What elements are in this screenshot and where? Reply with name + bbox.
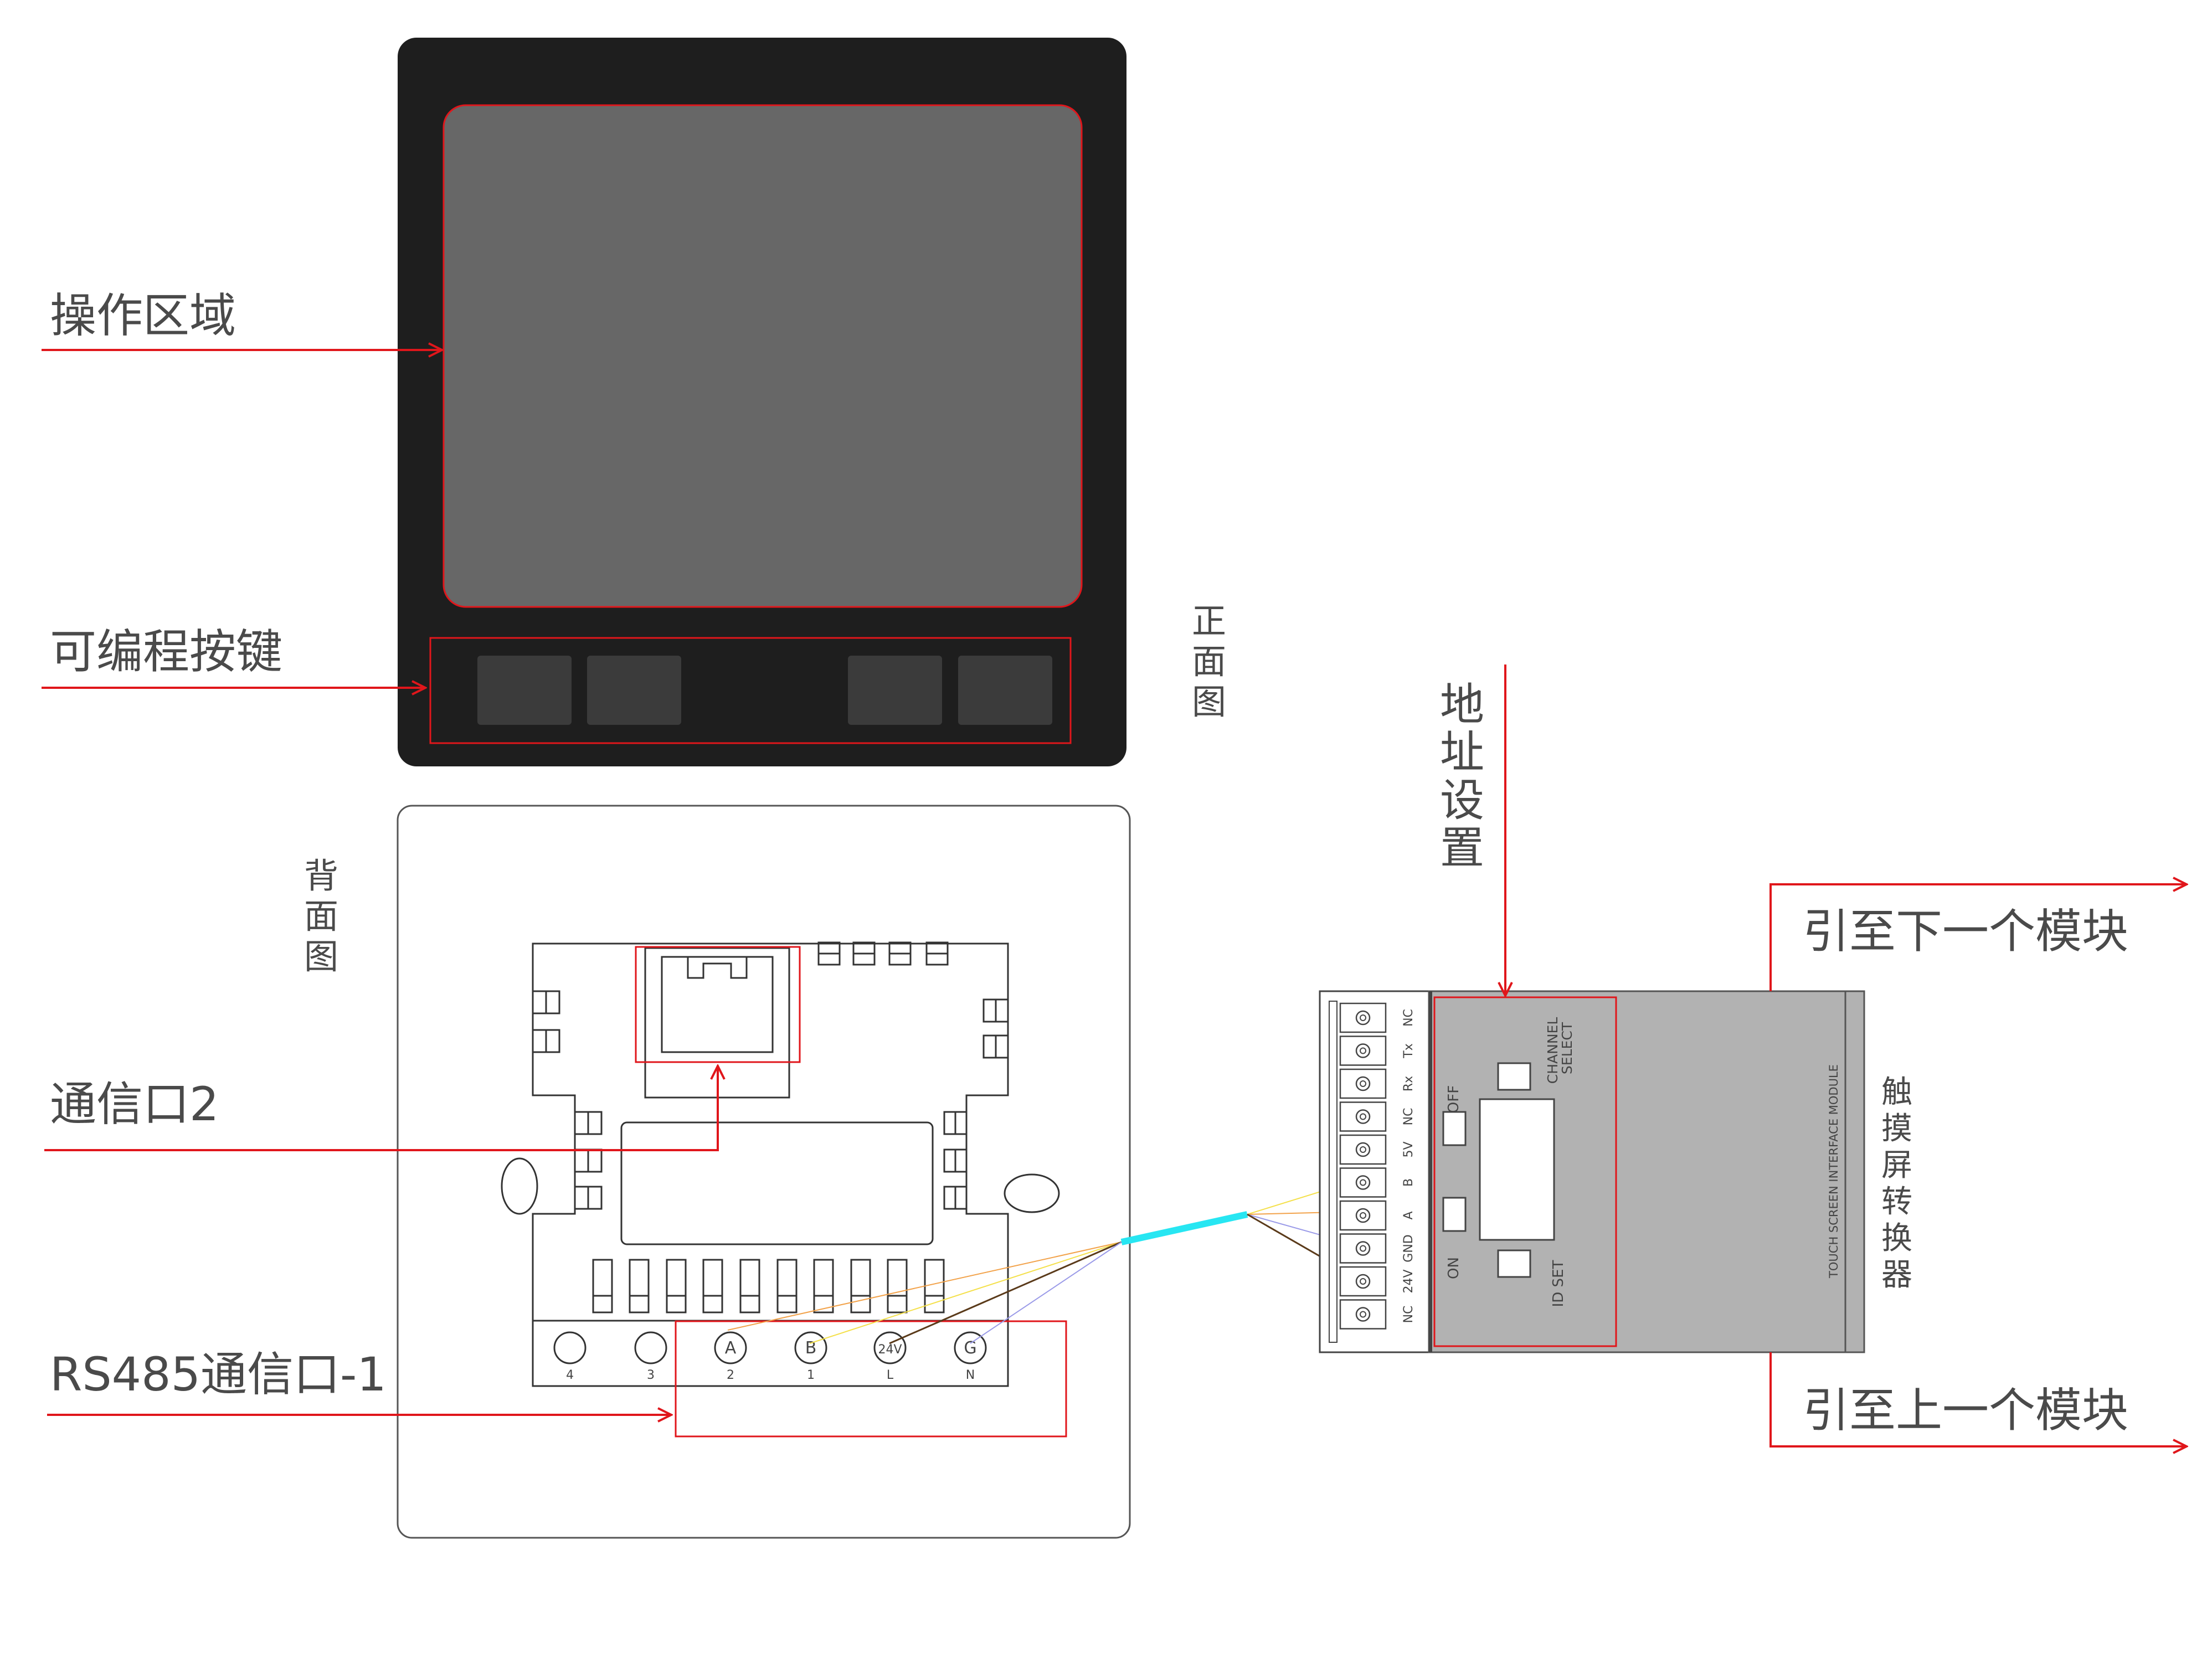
module-pin-screw-head [1360, 1245, 1366, 1252]
programmable-key[interactable] [958, 656, 1052, 725]
rs485-port-1-label: RS485通信口-1 [50, 1347, 387, 1402]
back-terminal-symbol: 24V [878, 1343, 902, 1357]
back-terminal-symbol: A [725, 1338, 737, 1358]
module-pin-screw [1355, 1175, 1371, 1190]
cyan-cable-jacket [1120, 1211, 1248, 1245]
to-next-module-arrow [1769, 884, 2187, 991]
module-pin-screw-head [1360, 1047, 1366, 1054]
comm-port-2-frame [635, 946, 801, 1063]
module-name-label: TOUCH SCREEN INTERFACE MODULE [1827, 1064, 1840, 1279]
module-pin-housing [1339, 1266, 1387, 1297]
back-terminal-label: L [887, 1368, 894, 1382]
module-pin-screw [1355, 1043, 1371, 1058]
module-pin-label: Tx [1402, 1043, 1416, 1058]
operation-area-label: 操作区域 [50, 289, 236, 343]
module-pin-screw [1355, 1076, 1371, 1091]
module-pin-label: A [1402, 1211, 1416, 1219]
module-pin-label: 5V [1402, 1141, 1416, 1157]
back-terminal-symbol: B [805, 1338, 817, 1358]
id-set-switch[interactable] [1497, 1249, 1531, 1278]
on-label: ON [1445, 1257, 1462, 1279]
back-panel [397, 805, 1131, 1539]
module-pin-label: 24V [1402, 1269, 1416, 1293]
channel-select-label: CHANNEL SELECT [1545, 1013, 1575, 1084]
module-pin-label: NC [1402, 1306, 1416, 1323]
back-terminal-label: N [966, 1368, 975, 1382]
module-pin-screw-head [1360, 1278, 1366, 1285]
module-pin-screw-head [1360, 1113, 1366, 1120]
to-prev-module-label: 引至上一个模块 [1803, 1383, 2129, 1438]
programmable-key[interactable] [848, 656, 942, 725]
dip-switch-block[interactable] [1479, 1098, 1555, 1241]
module-pin-screw [1355, 1274, 1371, 1289]
back-terminal-screw [714, 1331, 747, 1364]
address-setting-frame [1433, 996, 1617, 1347]
comm-port-2-label: 通信口2 [50, 1077, 219, 1131]
back-terminal-screw [954, 1331, 987, 1364]
programmable-key[interactable] [587, 656, 681, 725]
module-pin-label: Rx [1402, 1076, 1416, 1091]
module-pin-screw-head [1360, 1311, 1366, 1318]
id-set-label: ID SET [1550, 1260, 1567, 1307]
module-pin-label: NC [1402, 1009, 1416, 1027]
comm-port-2-arrow [44, 1066, 718, 1151]
module-pin-screw-head [1360, 1080, 1366, 1087]
address-setting-label: 地址设置 [1440, 679, 1484, 874]
to-prev-module-arrow [1769, 1352, 2187, 1446]
back-terminal-label: 3 [647, 1368, 655, 1382]
module-pin-screw-head [1360, 1212, 1366, 1219]
back-terminal-screw [553, 1331, 587, 1364]
module-pin-screw-head [1360, 1146, 1366, 1153]
to-next-module-label: 引至下一个模块 [1803, 904, 2129, 959]
module-pin-screw [1355, 1307, 1371, 1322]
module-pin-screw-head [1360, 1014, 1366, 1021]
programmable-keys-frame [429, 637, 1072, 744]
converter-label: 触摸屏转换器 [1881, 1074, 1912, 1294]
module-pin-screw [1355, 1010, 1371, 1026]
rs485-cable [727, 1179, 1360, 1345]
off-label: OFF [1445, 1085, 1462, 1113]
module-pin-screw-head [1360, 1179, 1366, 1186]
module-pin-screw [1355, 1241, 1371, 1256]
back-terminal-label: 2 [727, 1368, 734, 1382]
back-terminal-strip: 4 3 A 2 B 1 24V L GN [553, 1331, 987, 1382]
programmable-keys-label: 可编程按键 [50, 625, 283, 679]
module-pin-housing [1339, 1233, 1387, 1264]
module-pin-label: NC [1402, 1108, 1416, 1126]
programmable-key[interactable] [477, 656, 572, 725]
front-panel [398, 38, 1126, 766]
screen-operation-area [443, 104, 1083, 608]
back-terminal-symbol: G [964, 1338, 976, 1358]
module-pin-screw [1355, 1208, 1371, 1223]
back-terminal-screw [634, 1331, 667, 1364]
back-view-label: 背面图 [303, 856, 338, 977]
module-pin-label: GND [1402, 1234, 1416, 1262]
channel-select-switch[interactable] [1497, 1062, 1531, 1091]
back-terminal-label: 1 [807, 1368, 815, 1382]
rs485-port-1-frame [675, 1320, 1067, 1438]
module-pin-screw [1355, 1109, 1371, 1124]
module-pin-label: B [1402, 1178, 1416, 1187]
back-terminal-label: 4 [566, 1368, 574, 1382]
converter-module [1319, 990, 1865, 1353]
off-switch[interactable] [1442, 1111, 1467, 1146]
module-pin-screw [1355, 1142, 1371, 1157]
front-view-label: 正面图 [1191, 601, 1226, 723]
on-switch[interactable] [1442, 1197, 1467, 1232]
